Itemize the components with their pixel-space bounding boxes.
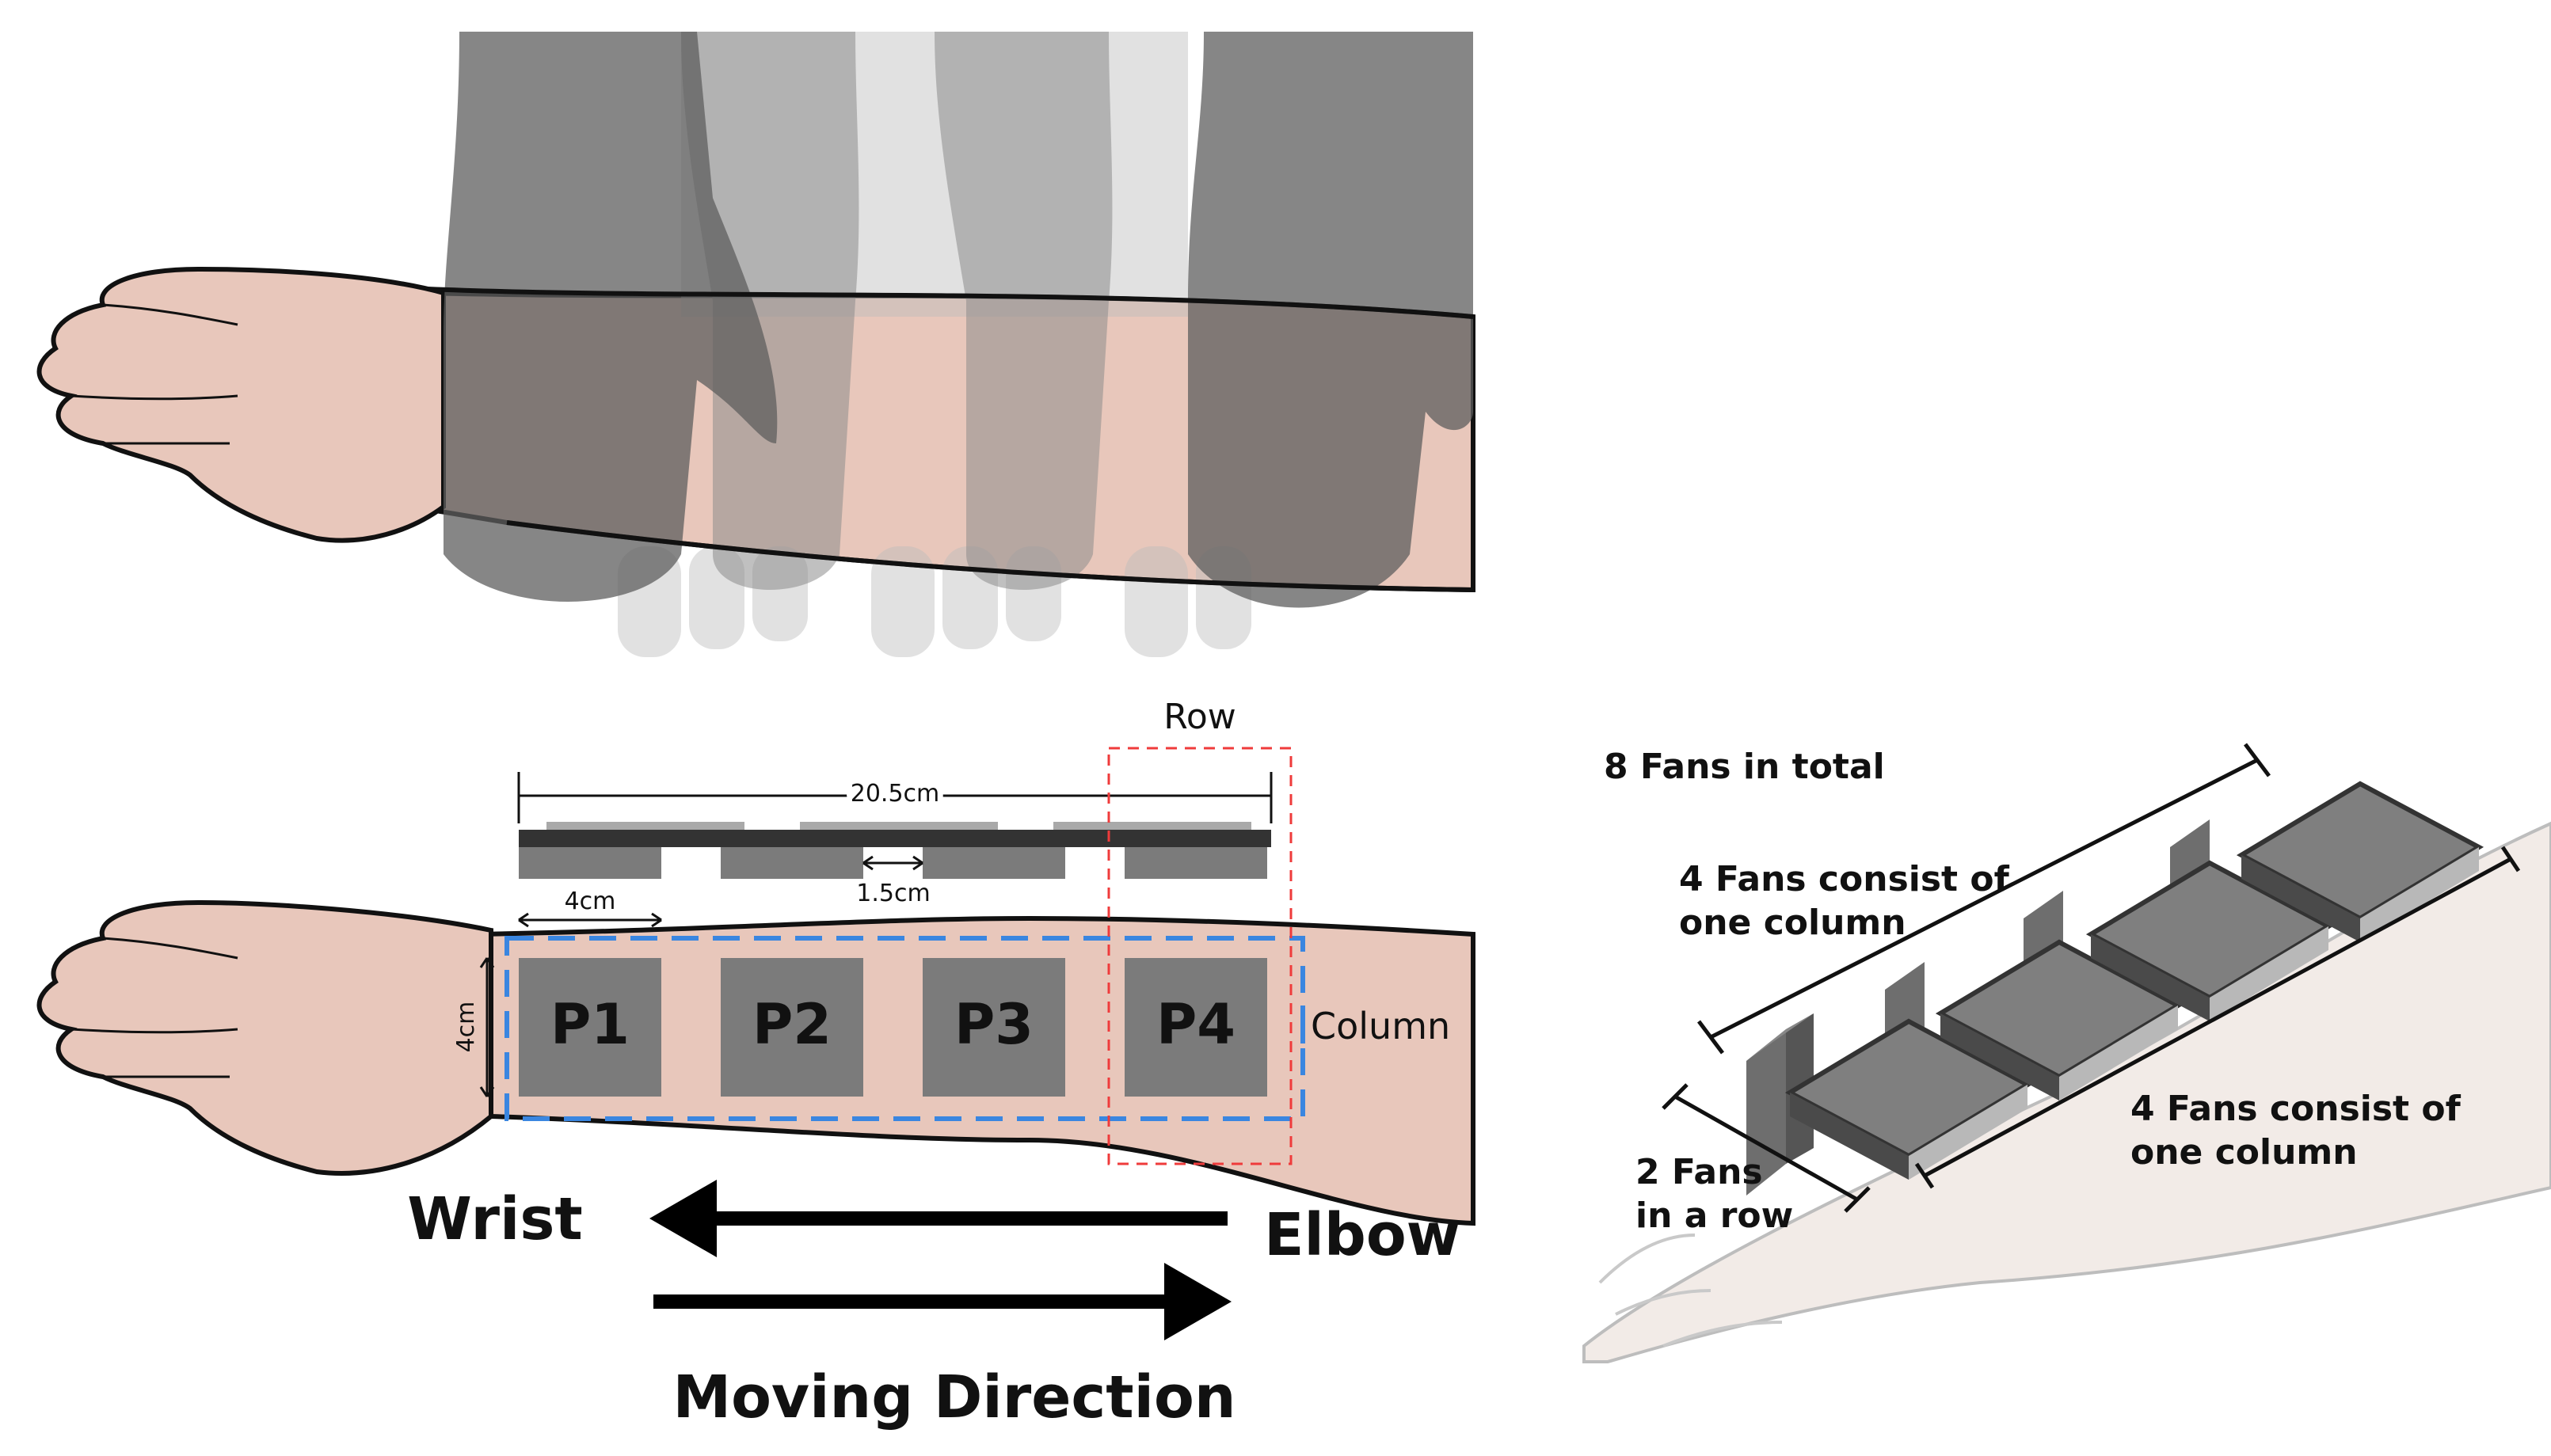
top-panel — [36, 32, 1475, 657]
fan-side-view — [519, 822, 1271, 879]
pad-p4: P4 — [1125, 958, 1267, 1097]
middle-left-hand — [36, 899, 493, 1176]
fan-tile-3 — [2085, 860, 2334, 1021]
row-label: Row — [1163, 697, 1236, 737]
row-fans-line1: 2 Fans — [1635, 1152, 1763, 1192]
fan-tile-4 — [2236, 781, 2484, 942]
column-label: Column — [1311, 1005, 1450, 1047]
total-length-label: 20.5cm — [851, 780, 940, 808]
pad-p4-label: P4 — [1156, 992, 1236, 1057]
pad-p2: P2 — [721, 958, 863, 1097]
pad-p1: P1 — [519, 958, 661, 1097]
total-fans-label: 8 Fans in total — [1604, 747, 1885, 787]
top-left-hand — [36, 266, 446, 543]
column-bottom-line2: one column — [2130, 1132, 2358, 1173]
right-dimension-lines — [1662, 743, 2521, 1213]
pad-width-label: 4cm — [565, 888, 616, 915]
pad-height-label: 4cm — [452, 1002, 480, 1053]
column-bottom-line1: 4 Fans consist of — [2130, 1089, 2462, 1129]
pad-p3: P3 — [923, 958, 1065, 1097]
pad-p2-label: P2 — [752, 992, 832, 1057]
row-box — [1107, 747, 1293, 1165]
moving-direction-label: Moving Direction — [672, 1363, 1236, 1431]
ghost-hands-dark — [444, 32, 1473, 608]
pad-p3-label: P3 — [954, 992, 1034, 1057]
right-panel: 8 Fans in total 4 Fans consist of one co… — [1582, 743, 2551, 1363]
arrow-right-icon — [653, 1263, 1232, 1340]
wrist-label: Wrist — [407, 1185, 583, 1253]
fan-tile-1 — [1784, 1018, 2033, 1180]
row-fans-line2: in a row — [1635, 1196, 1793, 1236]
arrow-left-icon — [649, 1180, 1228, 1257]
column-top-line1: 4 Fans consist of — [1679, 859, 2010, 899]
column-top-line2: one column — [1679, 903, 1906, 943]
gap-label: 1.5cm — [856, 880, 930, 907]
middle-panel: 20.5cm 1.5cm 4cm 4cm Row P1 P2 P3 — [36, 697, 1475, 1431]
fan-tile-2 — [1935, 939, 2184, 1101]
ghost-hands-mid — [681, 32, 1113, 590]
pad-p1-label: P1 — [550, 992, 630, 1057]
elbow-label: Elbow — [1264, 1201, 1460, 1269]
